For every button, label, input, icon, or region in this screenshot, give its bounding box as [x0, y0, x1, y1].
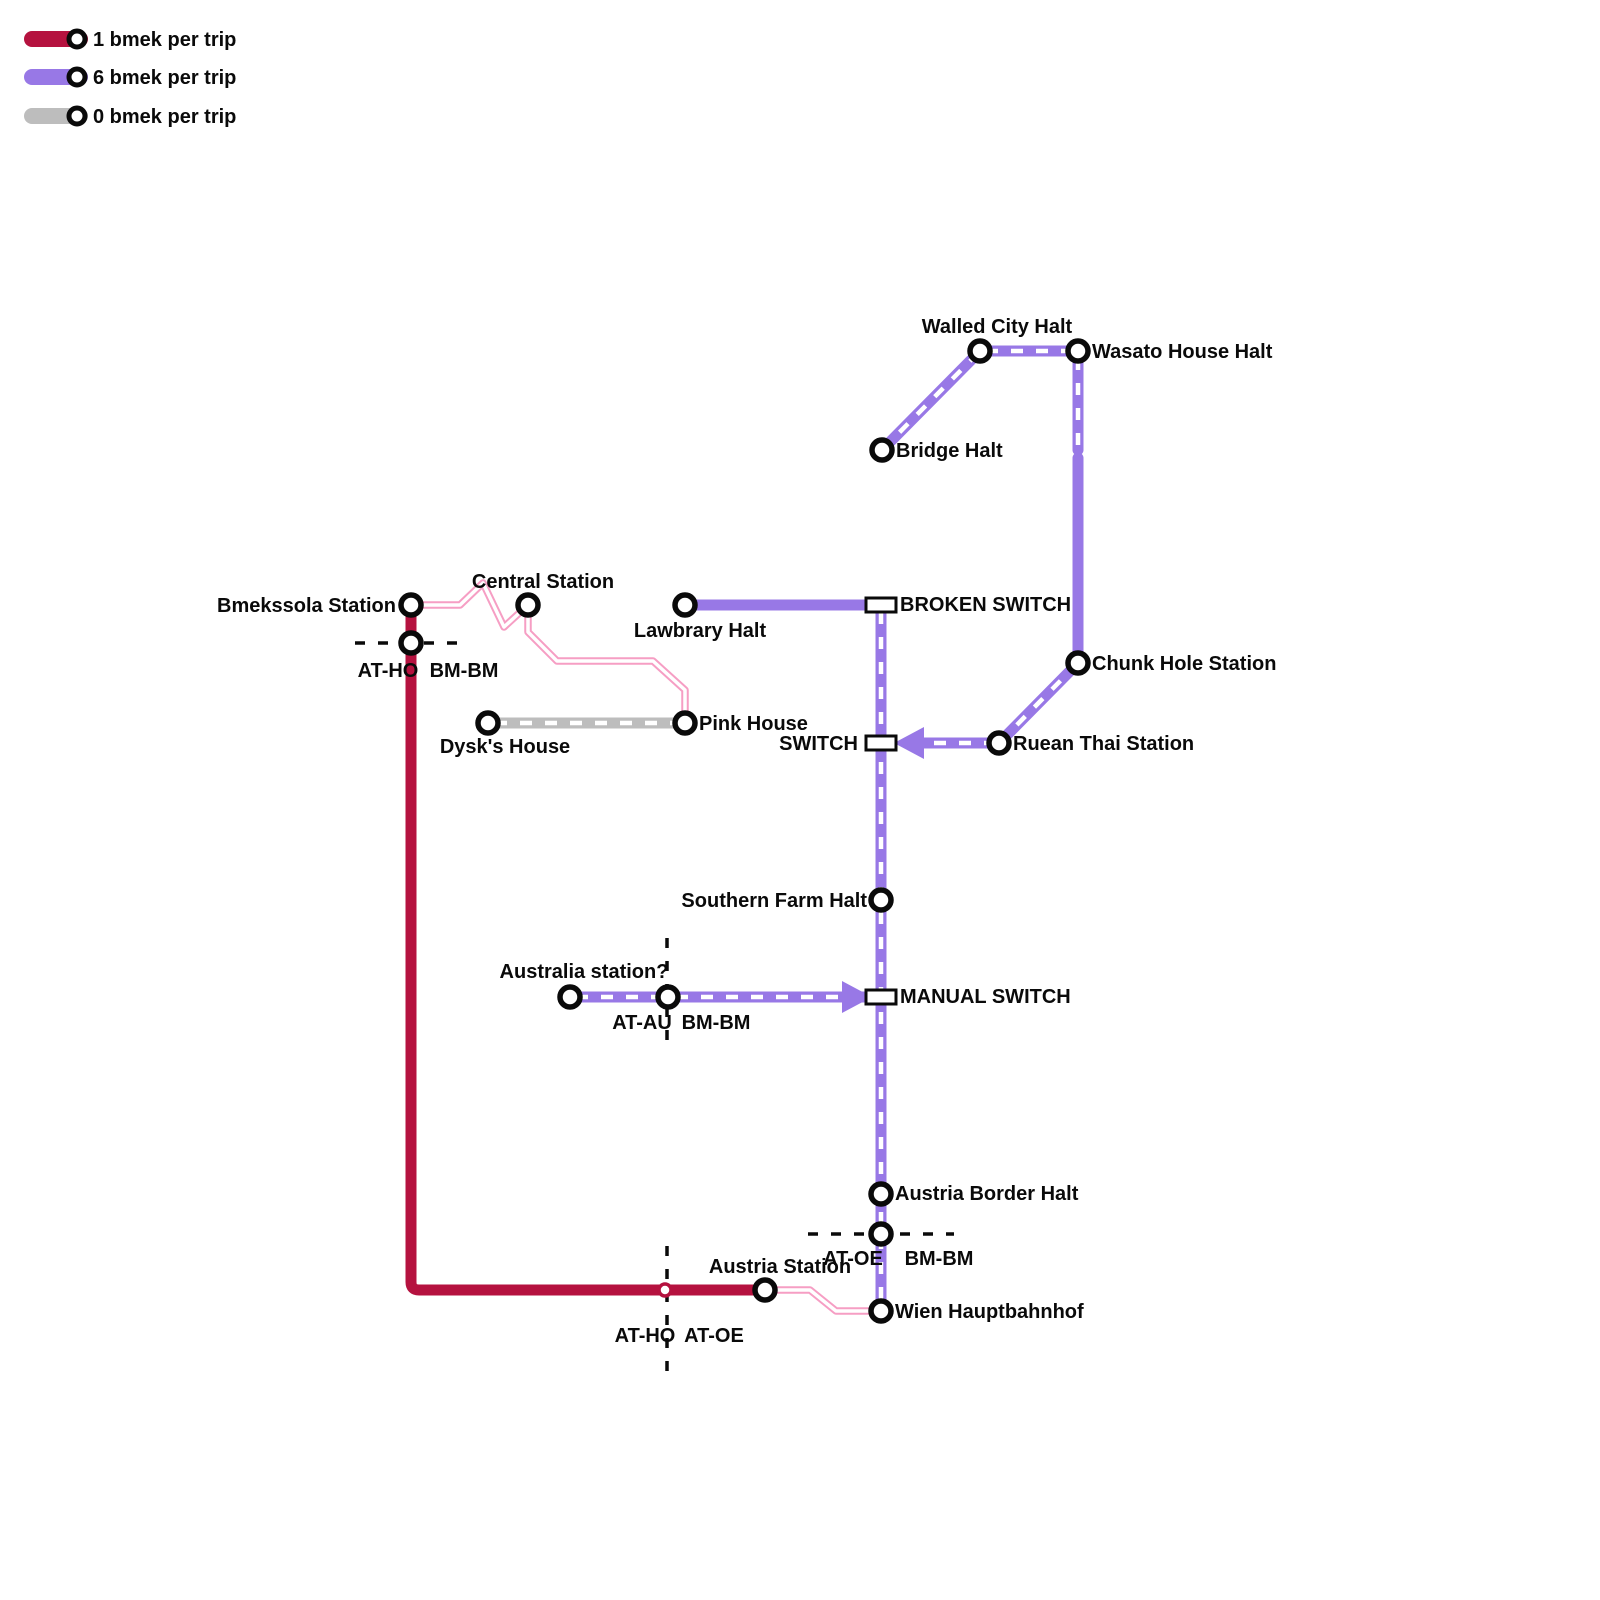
legend-label-6-bmek: 6 bmek per trip [93, 67, 236, 89]
border-ring-at-ho-at-oe [657, 1282, 673, 1298]
red-route-line [405, 599, 771, 1296]
station-wasato-house-halt [1065, 338, 1091, 364]
legend-station-icon-3 [66, 105, 88, 127]
legend-label-1-bmek: 1 bmek per trip [93, 29, 236, 51]
label-lawbrary-halt: Lawbrary Halt [634, 620, 767, 642]
label-chunk-hole: Chunk Hole Station [1092, 653, 1276, 675]
station-central [515, 592, 541, 618]
border-labels: AT-HO BM-BM AT-AU BM-BM AT-OE BM-BM AT-H… [358, 660, 974, 1347]
border-label-bm-bm-3: BM-BM [905, 1248, 974, 1270]
station-dysks-house [475, 710, 501, 736]
purple-chunk-ruean-dashes [997, 661, 1080, 745]
border-label-bm-bm-2: BM-BM [682, 1012, 751, 1034]
station-pink-house [672, 710, 698, 736]
border-ring-at-au-bm-bm [655, 984, 681, 1010]
label-wien-hauptbahnhof: Wien Hauptbahnhof [895, 1301, 1084, 1323]
border-ring-at-oe-bm-bm [868, 1221, 894, 1247]
label-wasato-house-halt: Wasato House Halt [1092, 341, 1273, 363]
purple-bridge-walled-city [876, 345, 986, 456]
legend-label-0-bmek: 0 bmek per trip [93, 106, 236, 128]
switch-labels: BROKEN SWITCH SWITCH MANUAL SWITCH [779, 594, 1071, 1008]
legend-station-icon-2 [66, 66, 88, 88]
station-walled-city-halt [967, 338, 993, 364]
label-pink-house: Pink House [699, 713, 808, 735]
station-chunk-hole [1065, 650, 1091, 676]
station-bmekssola [398, 592, 424, 618]
switch-direction-arrow [894, 727, 924, 759]
border-ring-at-ho-bm-bm [398, 630, 424, 656]
broken-switch-marker [864, 596, 898, 614]
label-australia-station: Australia station? [500, 961, 669, 983]
pink-route-south-core [763, 1288, 883, 1313]
border-label-at-ho-2: AT-HO [615, 1325, 676, 1347]
legend-station-icon-1 [66, 28, 88, 50]
station-lawbrary-halt [672, 592, 698, 618]
station-ruean-thai [986, 730, 1012, 756]
pink-route [407, 579, 885, 1315]
manual-switch-direction-arrow [842, 981, 872, 1013]
label-bridge-halt: Bridge Halt [896, 440, 1003, 462]
legend-item-0-bmek: 0 bmek per trip [24, 105, 236, 128]
label-southern-farm-halt: Southern Farm Halt [681, 890, 867, 912]
legend-item-6-bmek: 6 bmek per trip [24, 66, 236, 89]
label-manual-switch: MANUAL SWITCH [900, 986, 1071, 1008]
station-austria-border-halt [868, 1181, 894, 1207]
label-austria-border-halt: Austria Border Halt [895, 1183, 1079, 1205]
border-label-at-au: AT-AU [612, 1012, 672, 1034]
label-dysks-house: Dysk's House [440, 736, 570, 758]
label-broken-switch: BROKEN SWITCH [900, 594, 1071, 616]
border-label-at-ho: AT-HO [358, 660, 419, 682]
red-route [405, 599, 771, 1296]
station-labels: Walled City Halt Wasato House Halt Bridg… [217, 316, 1276, 1323]
label-austria-station: Austria Station [709, 1256, 851, 1278]
switch-markers [864, 596, 898, 1006]
label-bmekssola: Bmekssola Station [217, 595, 396, 617]
border-label-at-oe: AT-OE [823, 1248, 883, 1270]
legend: 1 bmek per trip 6 bmek per trip 0 bmek p… [24, 28, 236, 128]
manual-switch-marker [864, 988, 898, 1006]
purple-routes [564, 345, 1084, 1317]
station-southern-farm-halt [868, 887, 894, 913]
station-australia [557, 984, 583, 1010]
legend-item-1-bmek: 1 bmek per trip [24, 28, 236, 51]
border-label-at-oe-2: AT-OE [684, 1325, 744, 1347]
switch-marker [864, 734, 898, 752]
border-label-bm-bm-1: BM-BM [430, 660, 499, 682]
station-austria [752, 1277, 778, 1303]
label-central: Central Station [472, 571, 614, 593]
station-bridge-halt [869, 437, 895, 463]
label-walled-city-halt: Walled City Halt [922, 316, 1073, 338]
label-switch: SWITCH [779, 733, 858, 755]
pink-route-north-core [409, 581, 687, 725]
label-ruean-thai: Ruean Thai Station [1013, 733, 1194, 755]
station-wien-hauptbahnhof [868, 1298, 894, 1324]
station-markers [398, 338, 1091, 1324]
